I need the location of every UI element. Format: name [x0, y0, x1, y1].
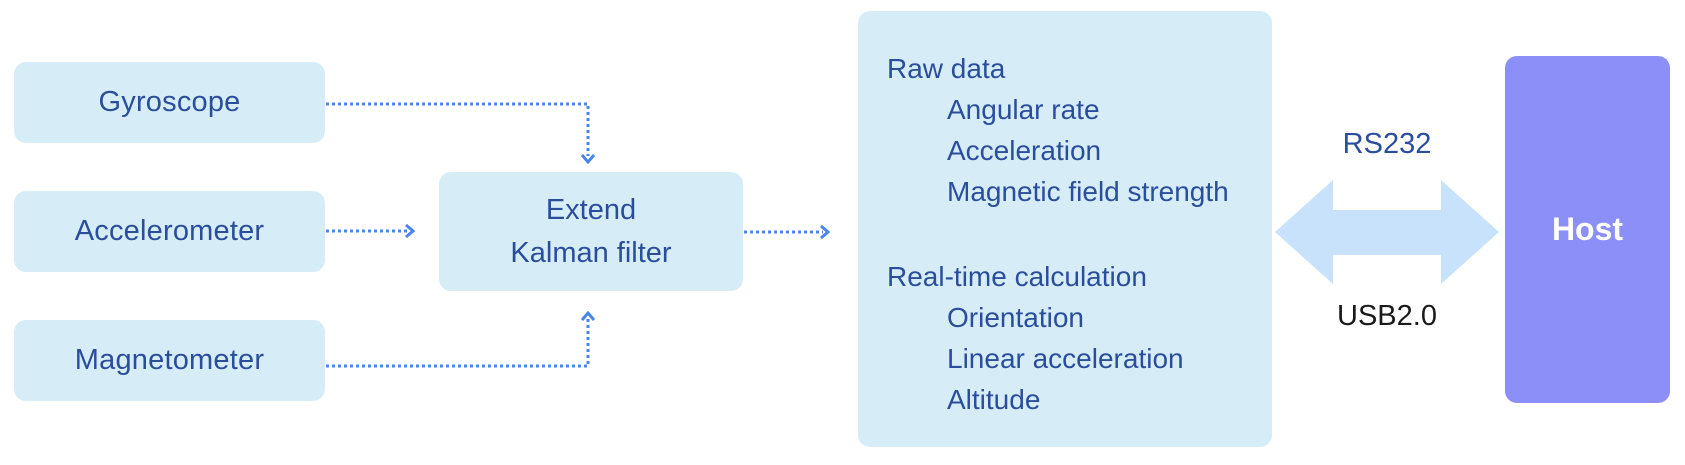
raw-item-magnetic-field: Magnetic field strength [947, 176, 1229, 207]
magnetometer-connector [326, 318, 590, 368]
accelerometer-arrowhead [405, 223, 416, 239]
filter-label-line1: Extend [545, 193, 637, 226]
accelerometer-box: Accelerometer [14, 191, 325, 272]
calc-item-linear-acceleration: Linear acceleration [947, 343, 1184, 374]
usb-label: USB2.0 [1337, 300, 1437, 332]
magnetometer-arrowhead [580, 310, 596, 321]
bidirectional-arrow [1275, 180, 1499, 284]
host-label: Host [1551, 211, 1624, 247]
gyroscope-connector [326, 102, 590, 156]
raw-item-acceleration: Acceleration [947, 135, 1102, 166]
magnetometer-label: Magnetometer [74, 344, 265, 376]
kalman-filter-box: Extend Kalman filter [439, 172, 743, 291]
gyroscope-arrowhead [580, 154, 596, 165]
accelerometer-label: Accelerometer [74, 215, 265, 247]
calc-item-altitude: Altitude [947, 384, 1041, 415]
section-spacer [887, 212, 1272, 256]
calc-item-orientation: Orientation [947, 302, 1084, 333]
calc-heading: Real-time calculation [887, 261, 1147, 292]
gyroscope-label: Gyroscope [98, 86, 241, 118]
rs232-label: RS232 [1342, 128, 1432, 160]
filter-output-arrowhead [820, 224, 831, 240]
host-box: Host [1505, 56, 1670, 403]
magnetometer-box: Magnetometer [14, 320, 325, 401]
filter-label-line2: Kalman filter [510, 236, 672, 269]
raw-data-heading: Raw data [887, 53, 1006, 84]
gyroscope-box: Gyroscope [14, 62, 325, 143]
raw-item-angular-rate: Angular rate [947, 94, 1100, 125]
output-data-box: Raw data Angular rate Acceleration Magne… [858, 11, 1272, 447]
